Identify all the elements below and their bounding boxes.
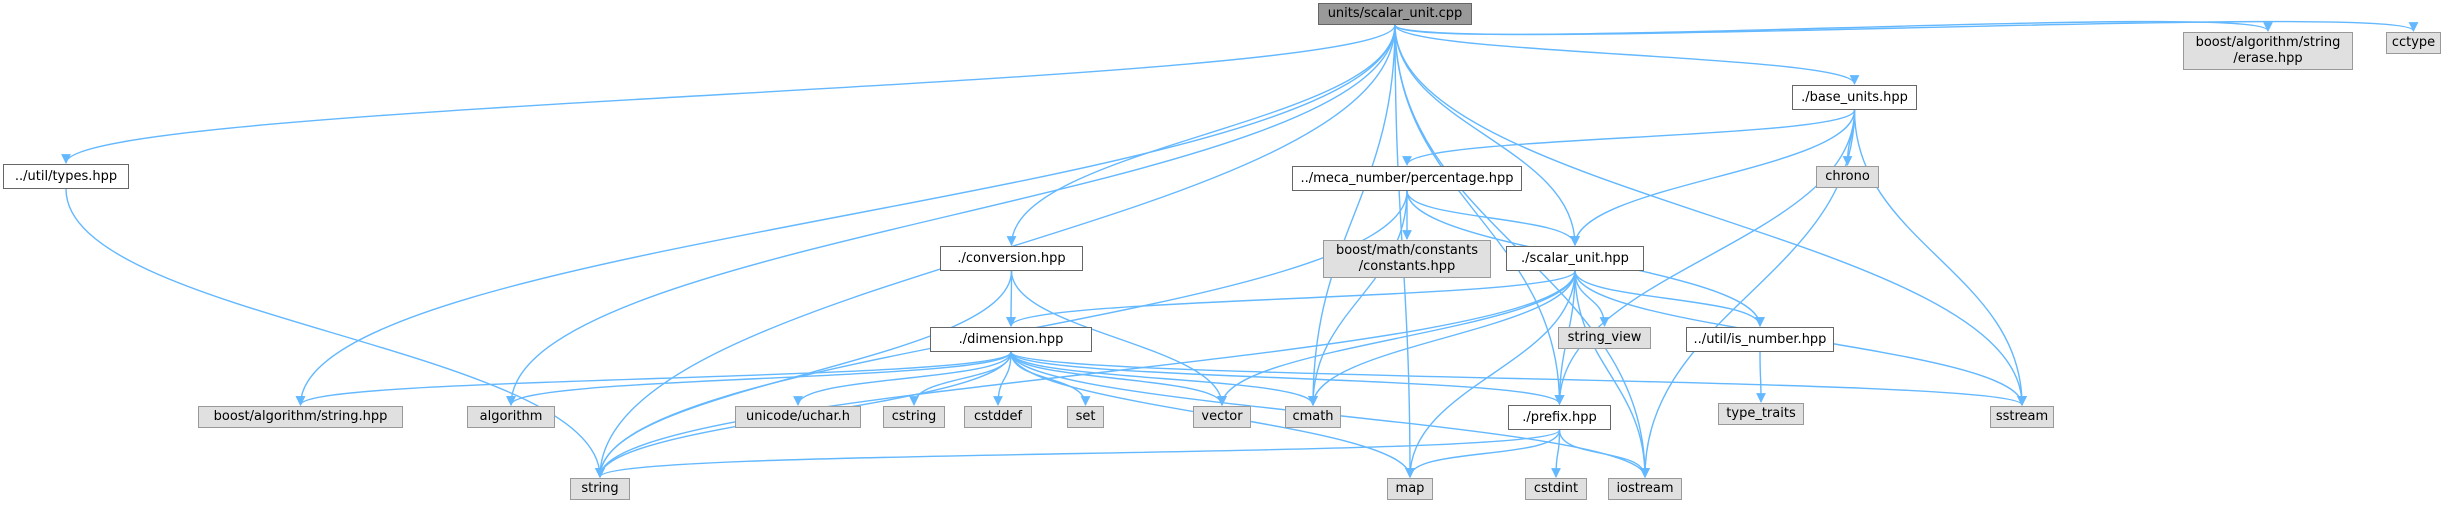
edge-base-to-pct xyxy=(1402,109,1856,166)
node-chrono[interactable]: chrono xyxy=(1816,166,1879,188)
edge-su-to-isnum xyxy=(1574,270,1765,327)
edge-root-to-algorithm xyxy=(506,24,1396,406)
node-conv[interactable]: ./conversion.hpp xyxy=(940,246,1083,271)
edge-su-to-vector xyxy=(1217,270,1576,406)
edge-root-to-sstream xyxy=(1394,24,2027,406)
edge-dim-to-algorithm xyxy=(506,351,1012,406)
edge-pct-to-su xyxy=(1406,190,1580,246)
edge-prefix-to-cstdint xyxy=(1551,429,1561,478)
node-cstdint[interactable]: cstdint xyxy=(1525,478,1587,500)
edges-layer xyxy=(61,20,2419,478)
node-typetraits[interactable]: type_traits xyxy=(1718,403,1804,425)
edge-dim-to-set xyxy=(1010,351,1091,406)
edge-isnum-to-typetraits xyxy=(1756,351,1766,403)
node-algorithm[interactable]: algorithm xyxy=(467,406,555,428)
edge-conv-to-dim xyxy=(1006,270,1016,327)
node-isnum[interactable]: ../util/is_number.hpp xyxy=(1686,327,1834,352)
edge-root-to-cmath xyxy=(1308,24,1396,406)
node-string[interactable]: string xyxy=(570,478,630,500)
edge-dim-to-prefix xyxy=(1010,351,1565,405)
edge-base-to-su xyxy=(1570,109,1856,246)
node-cstddef[interactable]: cstddef xyxy=(964,406,1032,428)
edge-prefix-to-iostream xyxy=(1558,429,1650,478)
node-iostream[interactable]: iostream xyxy=(1608,478,1682,500)
node-cctype[interactable]: cctype xyxy=(2386,32,2441,54)
node-mathconst[interactable]: boost/math/constants /constants.hpp xyxy=(1323,240,1491,278)
edge-prefix-to-map xyxy=(1405,429,1561,478)
node-types[interactable]: ../util/types.hpp xyxy=(3,164,129,189)
node-su[interactable]: ./scalar_unit.hpp xyxy=(1506,246,1644,271)
node-uchar[interactable]: unicode/uchar.h xyxy=(735,406,861,428)
edge-prefix-to-string xyxy=(595,429,1561,478)
edge-root-to-bstring xyxy=(295,24,1396,406)
node-set[interactable]: set xyxy=(1067,406,1104,428)
edge-pct-to-cmath xyxy=(1308,190,1408,406)
node-sstream[interactable]: sstream xyxy=(1990,406,2054,428)
edge-dim-to-cmath xyxy=(1010,351,1318,406)
edge-conv-to-string xyxy=(595,270,1013,478)
node-stringview[interactable]: string_view xyxy=(1558,327,1651,349)
edge-root-to-types xyxy=(61,24,1396,164)
edge-dim-to-vector xyxy=(1010,351,1227,406)
node-erase[interactable]: boost/algorithm/string /erase.hpp xyxy=(2183,32,2353,70)
node-cstring[interactable]: cstring xyxy=(883,406,945,428)
node-vector[interactable]: vector xyxy=(1193,406,1251,428)
node-map[interactable]: map xyxy=(1387,478,1433,500)
edge-su-to-cmath xyxy=(1308,270,1576,406)
edge-types-to-string xyxy=(65,188,605,478)
edge-root-to-base xyxy=(1394,24,1860,85)
node-pct[interactable]: ../meca_number/percentage.hpp xyxy=(1292,166,1522,191)
edge-root-to-cctype xyxy=(1394,20,2419,36)
edge-dim-to-cstddef xyxy=(993,351,1012,406)
edge-conv-to-vector xyxy=(1010,270,1227,406)
node-prefix[interactable]: ./prefix.hpp xyxy=(1508,405,1611,430)
node-dim[interactable]: ./dimension.hpp xyxy=(930,327,1092,352)
edge-dim-to-uchar xyxy=(793,351,1012,406)
edge-base-to-sstream xyxy=(1853,109,2027,406)
node-bstring[interactable]: boost/algorithm/string.hpp xyxy=(198,406,403,428)
edge-su-to-dim xyxy=(1006,270,1576,327)
node-cmath[interactable]: cmath xyxy=(1285,406,1341,428)
edge-dim-to-sstream xyxy=(1010,351,2027,406)
edge-dim-to-bstring xyxy=(295,351,1012,406)
edge-su-to-iostream xyxy=(1574,270,1650,478)
edge-su-to-stringview xyxy=(1574,270,1610,327)
node-root: units/scalar_unit.cpp xyxy=(1318,3,1472,25)
node-base[interactable]: ./base_units.hpp xyxy=(1792,85,1917,110)
edge-base-to-prefix xyxy=(1554,109,1856,405)
edge-root-to-conv xyxy=(1006,24,1396,246)
edge-su-to-string xyxy=(595,270,1576,478)
edge-su-to-map xyxy=(1405,270,1576,478)
